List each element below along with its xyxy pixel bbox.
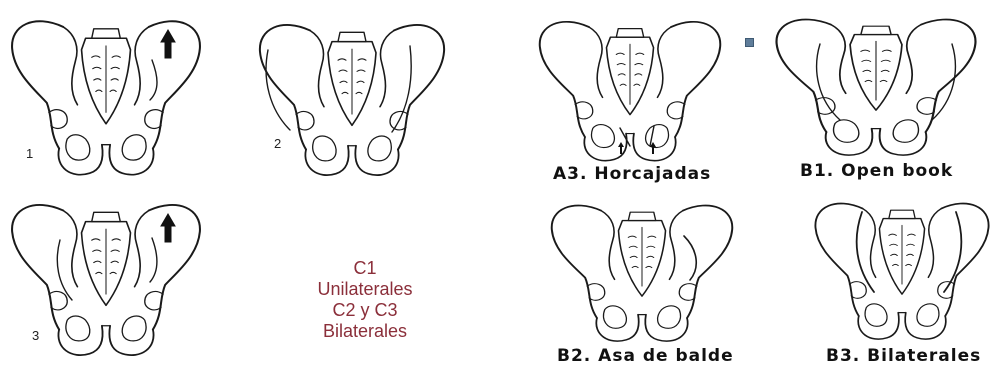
pelvis-figure-3 <box>12 205 200 355</box>
caption-a3: A3. Horcajadas <box>553 164 711 184</box>
figure-number-3: 3 <box>32 328 39 343</box>
figure-number-1: 1 <box>26 146 33 161</box>
pelvis-figure-b1 <box>777 19 976 155</box>
pelvis-figure-b2 <box>552 205 733 341</box>
classification-legend: C1 Unilaterales C2 y C3 Bilaterales <box>290 258 440 342</box>
legend-unilaterales: Unilaterales <box>290 279 440 300</box>
pelvis-figure-1 <box>12 21 200 174</box>
legend-c1: C1 <box>290 258 440 279</box>
caption-b1: B1. Open book <box>800 161 953 181</box>
caption-b2: B2. Asa de balde <box>557 346 734 366</box>
figure-number-2: 2 <box>274 136 281 151</box>
caption-b3: B3. Bilaterales <box>826 346 981 366</box>
pelvis-figure-a3 <box>540 22 721 161</box>
legend-bilaterales: Bilaterales <box>290 321 440 342</box>
pelvis-figure-b3 <box>815 203 988 339</box>
pelvis-figure-2 <box>260 25 444 175</box>
fracture-arrow-1 <box>161 30 175 58</box>
fracture-arrow-3 <box>161 214 175 242</box>
small-marker-icon <box>745 38 754 47</box>
legend-c2-c3: C2 y C3 <box>290 300 440 321</box>
